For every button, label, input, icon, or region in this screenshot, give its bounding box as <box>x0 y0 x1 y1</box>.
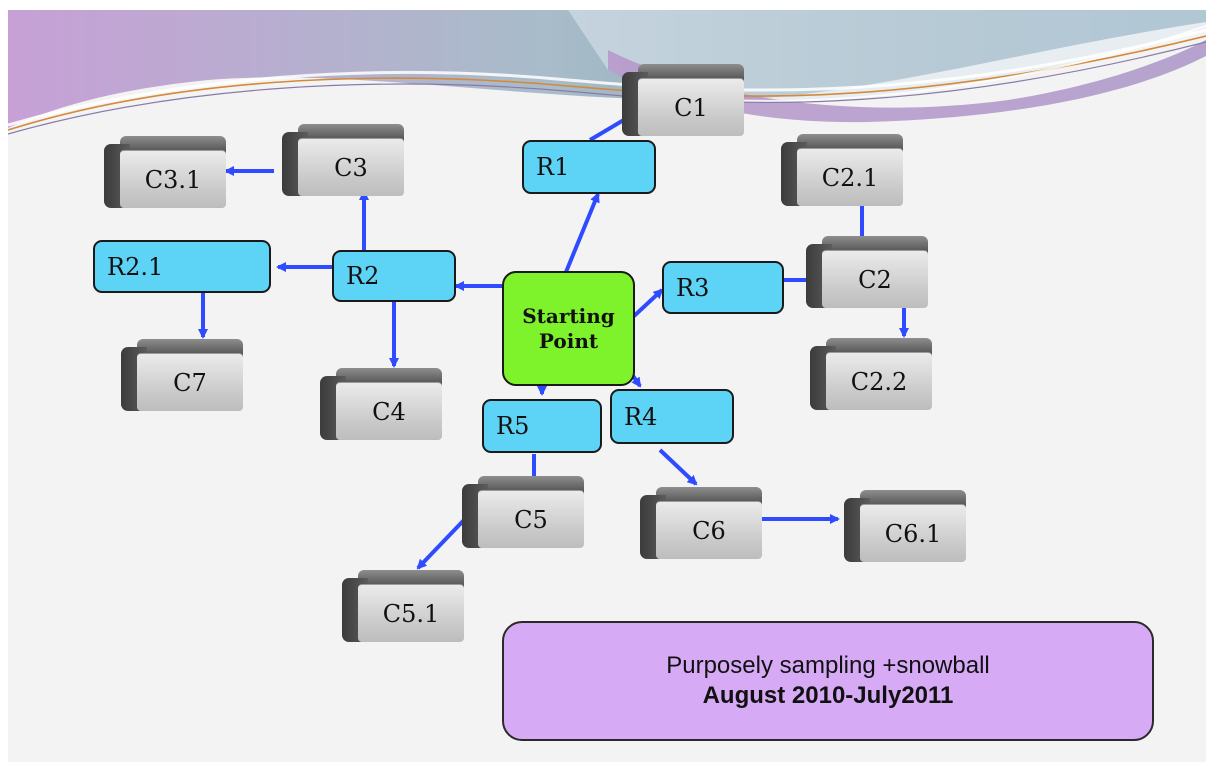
case-c2-2: C2.2 <box>810 338 932 410</box>
case-c3-1: C3.1 <box>104 136 226 208</box>
case-c4: C4 <box>320 368 442 440</box>
respondent-r4-label: R4 <box>624 402 658 431</box>
caption-box: Purposely sampling +snowball August 2010… <box>502 621 1154 741</box>
case-c3: C3 <box>282 124 404 196</box>
case-c2-1: C2.1 <box>781 134 903 206</box>
case-c6-1-label: C6.1 <box>860 504 966 562</box>
respondent-r5: R5 <box>482 399 602 453</box>
arrow-r4-to-c6 <box>658 448 698 486</box>
case-c3-label: C3 <box>298 138 404 196</box>
case-c6-label: C6 <box>656 501 762 559</box>
case-c7: C7 <box>121 339 243 411</box>
case-c5-1-label: C5.1 <box>358 584 464 642</box>
case-c6-1: C6.1 <box>844 490 966 562</box>
case-c7-label: C7 <box>137 353 243 411</box>
starting-point-node: Starting Point <box>502 271 635 386</box>
respondent-r3-label: R3 <box>676 273 710 302</box>
respondent-r1: R1 <box>522 140 656 194</box>
decorative-wave-banner <box>8 10 1206 135</box>
case-c6: C6 <box>640 487 762 559</box>
starting-point-label-line1: Starting <box>522 303 615 328</box>
arrow-start-to-r3 <box>632 288 664 318</box>
case-c5-1: C5.1 <box>342 570 464 642</box>
respondent-r2-1: R2.1 <box>93 240 271 293</box>
slide: R1 R2 R3 R4 R5 R2.1 Starting Point C1 C2… <box>8 10 1206 762</box>
case-c4-label: C4 <box>336 382 442 440</box>
respondent-r3: R3 <box>662 261 784 314</box>
case-c3-1-label: C3.1 <box>120 150 226 208</box>
respondent-r2-label: R2 <box>346 262 380 290</box>
respondent-r4: R4 <box>610 389 734 444</box>
case-c2-1-label: C2.1 <box>797 148 903 206</box>
caption-line1: Purposely sampling +snowball <box>666 652 990 679</box>
respondent-r5-label: R5 <box>496 412 530 440</box>
arrow-c5-to-c51 <box>416 518 466 570</box>
respondent-r2: R2 <box>332 250 456 302</box>
case-c2-label: C2 <box>822 250 928 308</box>
case-c2-2-label: C2.2 <box>826 352 932 410</box>
case-c5: C5 <box>462 476 584 548</box>
case-c5-label: C5 <box>478 490 584 548</box>
case-c1-label: C1 <box>638 78 744 136</box>
starting-point-label-line2: Point <box>538 328 599 353</box>
case-c2: C2 <box>806 236 928 308</box>
respondent-r1-label: R1 <box>536 153 570 181</box>
caption-line2: August 2010-July2011 <box>702 682 954 709</box>
arrow-start-to-r1 <box>564 192 600 273</box>
respondent-r2-1-label: R2.1 <box>107 252 164 281</box>
case-c1: C1 <box>622 64 744 136</box>
